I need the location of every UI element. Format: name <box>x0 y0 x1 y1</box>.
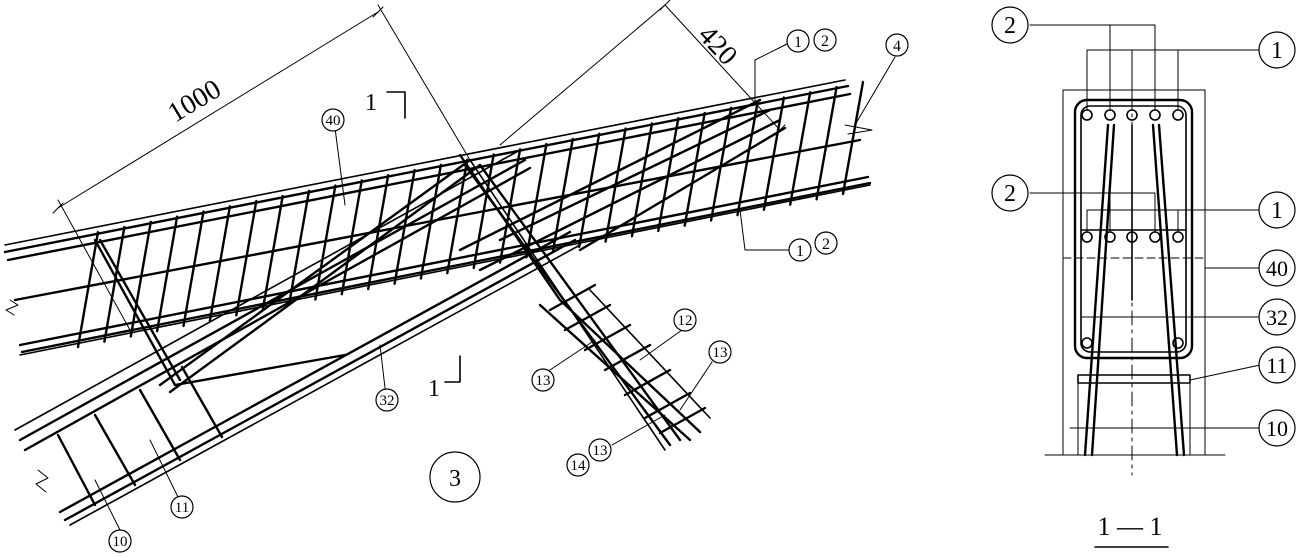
callout-14: 14 <box>566 453 590 477</box>
stirrup <box>182 210 205 328</box>
svg-text:13: 13 <box>713 345 728 361</box>
svg-text:1: 1 <box>1271 198 1283 224</box>
svg-text:4: 4 <box>893 38 901 55</box>
stirrup <box>472 153 495 270</box>
stirrup <box>235 199 258 317</box>
svg-text:1: 1 <box>1271 38 1283 64</box>
callout-32: 32 <box>375 388 399 412</box>
svg-text:10: 10 <box>113 534 128 550</box>
sec-callout-2-top: 2 <box>991 6 1029 44</box>
callout-12: 12 <box>673 308 697 332</box>
branch-beam <box>458 153 711 451</box>
sec-callout-32: 32 <box>1258 298 1296 336</box>
sec-callout-1-top: 1 <box>1258 31 1296 69</box>
section-view: 2 1 2 1 40 32 11 10 1 — <box>991 6 1296 548</box>
svg-text:32: 32 <box>1266 305 1288 330</box>
section-mark-bottom-label: 1 <box>428 376 440 402</box>
stirrup <box>129 220 153 338</box>
section-mark-top-label: 1 <box>365 90 377 116</box>
leader-lines <box>94 43 896 531</box>
stirrup <box>76 230 100 349</box>
svg-text:2: 2 <box>821 33 829 50</box>
callout-4: 4 <box>885 33 909 57</box>
stirrup <box>683 111 706 227</box>
main-beam-stirrups <box>76 80 865 349</box>
section-title: 1 — 1 <box>1098 512 1163 541</box>
svg-text:11: 11 <box>175 500 189 516</box>
svg-text:32: 32 <box>380 393 395 409</box>
stirrup <box>155 215 179 333</box>
dim-420-label: 420 <box>692 20 743 72</box>
stirrup <box>208 205 232 322</box>
stirrup <box>446 158 469 275</box>
stirrup <box>762 96 786 212</box>
stirrup <box>789 91 812 206</box>
drawing-number-3: 3 <box>429 451 481 503</box>
stirrup <box>815 85 838 201</box>
inclined-beam <box>14 98 787 526</box>
svg-text:14: 14 <box>571 458 587 474</box>
svg-text:2: 2 <box>1004 13 1016 39</box>
callout-40: 40 <box>321 108 345 132</box>
callout-13-left: 13 <box>531 368 555 392</box>
stirrup <box>578 132 601 249</box>
svg-text:12: 12 <box>678 313 693 329</box>
svg-text:2: 2 <box>822 236 830 253</box>
svg-text:3: 3 <box>449 466 461 492</box>
callout-1-mid: 1 <box>788 238 812 262</box>
callout-1-top: 1 <box>786 29 810 53</box>
callout-2-top: 2 <box>813 28 837 52</box>
stirrup <box>841 80 865 196</box>
sec-callout-1-mid: 1 <box>1258 191 1296 229</box>
svg-text:10: 10 <box>1266 416 1288 441</box>
stirrup <box>287 189 311 306</box>
stirrup <box>103 225 126 343</box>
callout-11: 11 <box>170 495 194 519</box>
svg-text:13: 13 <box>536 373 551 389</box>
callout-13-bottom: 13 <box>588 438 612 462</box>
sec-callout-40: 40 <box>1258 249 1296 287</box>
svg-text:13: 13 <box>593 443 608 459</box>
dim-1000-label: 1000 <box>163 74 227 129</box>
sec-callout-2-mid: 2 <box>991 174 1029 212</box>
stirrup <box>709 106 733 222</box>
stirrup <box>525 142 548 259</box>
callout-10: 10 <box>108 529 132 553</box>
callout-13-right: 13 <box>708 340 732 364</box>
svg-text:1: 1 <box>794 34 802 51</box>
callout-2-mid: 2 <box>814 231 838 255</box>
stirrup <box>340 179 363 296</box>
svg-text:40: 40 <box>1266 256 1288 281</box>
section-mark-top: 1 <box>365 90 406 119</box>
svg-text:11: 11 <box>1266 353 1287 378</box>
sec-callout-10: 10 <box>1258 409 1296 447</box>
stirrup <box>736 101 759 217</box>
svg-text:1: 1 <box>796 243 804 260</box>
svg-text:2: 2 <box>1004 181 1016 207</box>
sec-callout-11: 11 <box>1258 346 1296 384</box>
section-mark-bottom: 1 <box>428 355 461 402</box>
stirrup <box>367 173 390 291</box>
svg-text:40: 40 <box>326 113 341 129</box>
stirrup <box>314 184 337 301</box>
